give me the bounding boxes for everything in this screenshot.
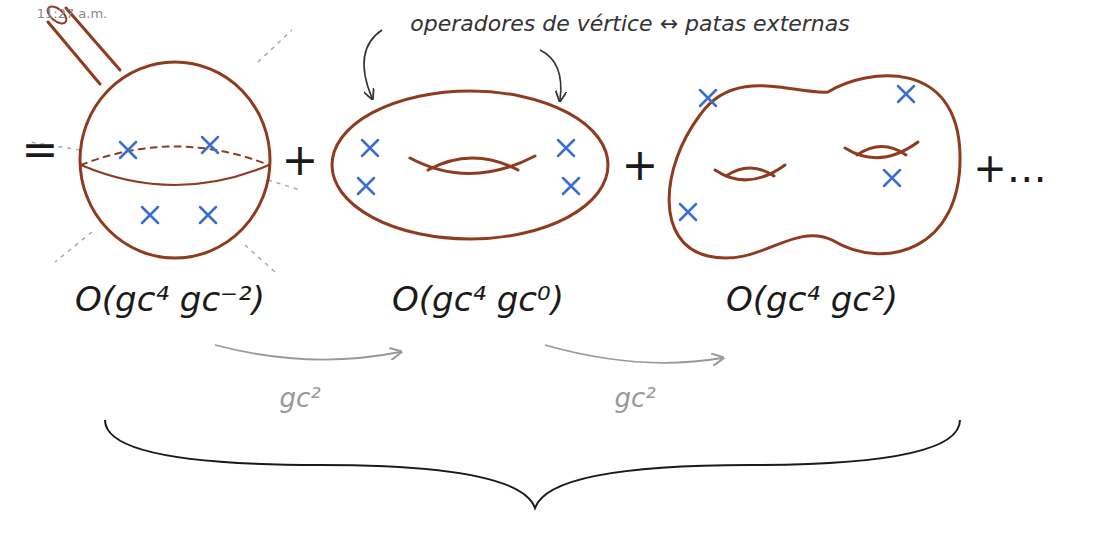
dashed-ray — [55, 232, 92, 262]
sphere-surface — [45, 3, 270, 258]
torus-hole — [428, 158, 518, 170]
annotation-arrow — [540, 50, 561, 100]
sphere-outline — [80, 62, 270, 258]
order-term: O(gc⁴ gc²) — [726, 281, 898, 318]
dashed-ray — [258, 30, 292, 62]
vertex-cross — [202, 137, 218, 153]
vertex-cross — [898, 86, 914, 102]
annotation-arrow — [364, 30, 382, 98]
vertex-cross — [884, 170, 900, 186]
timestamp: 11:27 a.m. — [37, 7, 108, 21]
annotation-arrows — [364, 30, 561, 100]
vertex-cross — [700, 90, 716, 106]
torus-surface — [332, 91, 608, 239]
tube-edge — [48, 22, 100, 84]
factor-label: gc² — [279, 384, 320, 413]
equator-back — [81, 147, 269, 166]
order-arrows — [215, 345, 722, 363]
double-torus-surface — [669, 76, 960, 258]
vertex-cross — [362, 140, 378, 156]
vertex-cross — [680, 204, 696, 220]
order-arrow — [215, 345, 400, 360]
vertex-cross — [200, 207, 216, 223]
vertex-cross — [358, 178, 374, 194]
equator-front — [81, 165, 269, 185]
double-torus-outline — [669, 76, 960, 258]
dashed-ray — [245, 245, 275, 272]
torus-hole — [410, 156, 535, 174]
plus-ellipsis: +… — [973, 146, 1047, 190]
torus-hole — [857, 147, 906, 156]
dashed-rays — [30, 30, 300, 272]
factor-label: gc² — [614, 384, 655, 413]
vertex-cross — [120, 142, 136, 158]
equals-sign: = — [22, 126, 59, 174]
order-arrow — [545, 345, 722, 363]
plus-sign: + — [622, 141, 659, 189]
torus-hole — [726, 168, 774, 176]
vertex-cross — [558, 140, 574, 156]
vertex-cross — [563, 178, 579, 194]
vertex-operators — [120, 86, 914, 223]
annotation-note: operadores de vértice ↔ patas externas — [410, 12, 849, 36]
order-term: O(gc⁴ gc⁰) — [392, 281, 564, 318]
curly-brace — [105, 420, 960, 508]
torus-outline — [332, 91, 608, 239]
torus-hole — [715, 165, 785, 180]
order-term: O(gc⁴ gc⁻²) — [75, 281, 265, 318]
torus-hole — [845, 142, 918, 158]
plus-sign: + — [282, 136, 319, 184]
vertex-cross — [142, 207, 158, 223]
